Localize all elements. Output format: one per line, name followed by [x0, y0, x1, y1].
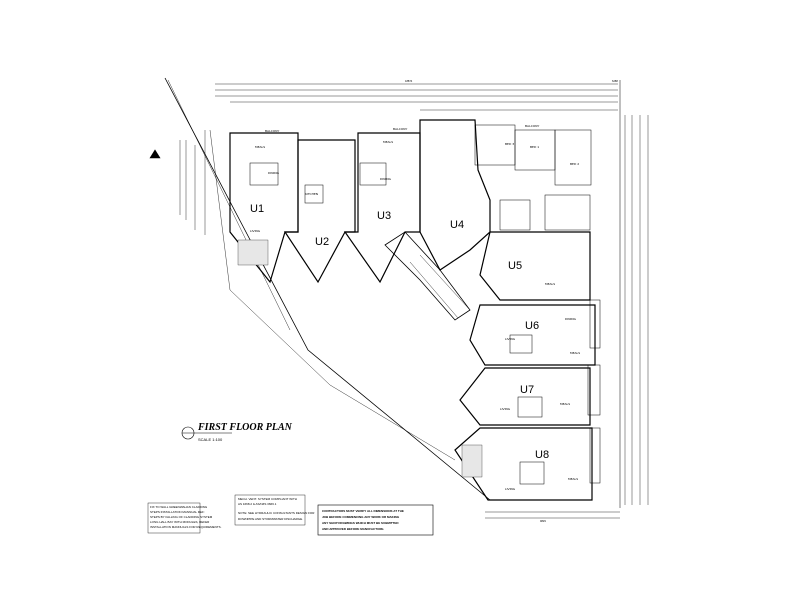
drawing-scale: SCALE 1:100	[198, 437, 223, 442]
room-label-meals: MEALS	[383, 140, 393, 144]
room-label-dining: DINING	[380, 177, 392, 181]
note-middle2-line1: NOTE: SEE HYDRAULIC CONSULTANTS DESIGN F…	[238, 511, 315, 515]
room-label-bed1: BED 1	[530, 145, 539, 149]
note-box-left	[147, 502, 201, 534]
note-right-line1: CONTRACTORS MUST VERIFY ALL DIMENSIONS A…	[322, 509, 404, 513]
note-left-line1: FIX TO WALL GREENWAHAN CLADDING	[150, 505, 208, 509]
unit-label-u2: U2	[315, 236, 329, 248]
note-left-line5: INSTALLATION MANNUALS FOR REQUIREMENTS.	[150, 525, 222, 529]
unit-u7-outline	[459, 367, 591, 426]
note-right-line4: AND APPROVED BEFORE MANUFACTURE.	[322, 527, 384, 531]
note-middle2-line2: DOWNPIPE AND STORMWATER DISCHARGE.	[238, 517, 303, 521]
room-label-living: LIVING	[505, 337, 516, 341]
drawing-title: FIRST FLOOR PLAN	[197, 422, 293, 433]
room-label-kitchen: KITCHEN	[305, 192, 318, 196]
note-left-line4: LONG HALL BAY WITH MODULES, REFER	[150, 520, 210, 524]
room-label-meals: MEALS	[568, 477, 578, 481]
room-label-living: LIVING	[500, 407, 511, 411]
unit-u8-outline	[454, 427, 593, 501]
dim-top-overall: 18874	[405, 79, 413, 83]
site-boundary-line-outer	[167, 79, 291, 331]
unit-label-u5: U5	[508, 260, 522, 272]
diagonal-dim-line	[209, 129, 456, 461]
unit-u5-outline	[479, 231, 591, 301]
dim-top-right: 6288	[612, 79, 618, 83]
room-label-living: LIVING	[250, 229, 261, 233]
unit-label-u6: U6	[525, 320, 539, 332]
note-box-right	[317, 504, 434, 536]
note-middle1-line1: MECH. VENT. SYSTEM COMPLIANT WITH	[238, 497, 297, 501]
unit-label-u3: U3	[377, 210, 391, 222]
note-left-line2: STEPS INSTALLATION MANNUAL REF:	[150, 510, 205, 514]
unit-label-u7: U7	[520, 384, 534, 396]
room-label-living: LIVING	[505, 487, 516, 491]
dim-bottom: 9829	[540, 519, 546, 523]
room-label-dining: DINING	[565, 317, 577, 321]
room-label-meals: MEALS	[560, 402, 570, 406]
room-label-bed3: BED 3	[505, 142, 514, 146]
room-label-meals: MEALS	[255, 145, 265, 149]
unit-u3-outline	[343, 132, 421, 284]
north-arrow-icon	[149, 149, 161, 159]
room-label-balcony: BALCONY	[525, 124, 539, 128]
unit-label-u8: U8	[535, 449, 549, 461]
corridor-diagonal	[384, 231, 471, 321]
note-right-line3: ANY SHOP DRAWINGS WHICH MUST BE SUBMITTE…	[322, 521, 399, 525]
unit-u4-outline	[419, 119, 491, 271]
room-label-meals: MEALS	[545, 282, 555, 286]
note-middle1-line2: AS 1668.2 & AS/NZS 3666.1	[238, 502, 277, 506]
site-boundary-line	[164, 77, 491, 501]
room-label-meals: MEALS	[570, 351, 580, 355]
note-right-line2: JOB BEFORE COMMENCING ANY WORK OR MAKING	[322, 515, 400, 519]
note-left-line3: STEPS BY FALLING OF CLADDING SYSTEM	[150, 515, 213, 519]
room-label-dining: DINING	[268, 171, 280, 175]
unit-u2-outline	[283, 139, 356, 284]
room-label-balcony: BALCONY	[393, 127, 407, 131]
room-label-bed2: BED 2	[570, 162, 579, 166]
unit-u6-outline	[469, 304, 596, 366]
note-box-middle	[234, 494, 306, 526]
unit-label-u1: U1	[250, 203, 264, 215]
unit-label-u4: U4	[450, 219, 464, 231]
room-label-balcony: BALCONY	[265, 129, 279, 133]
